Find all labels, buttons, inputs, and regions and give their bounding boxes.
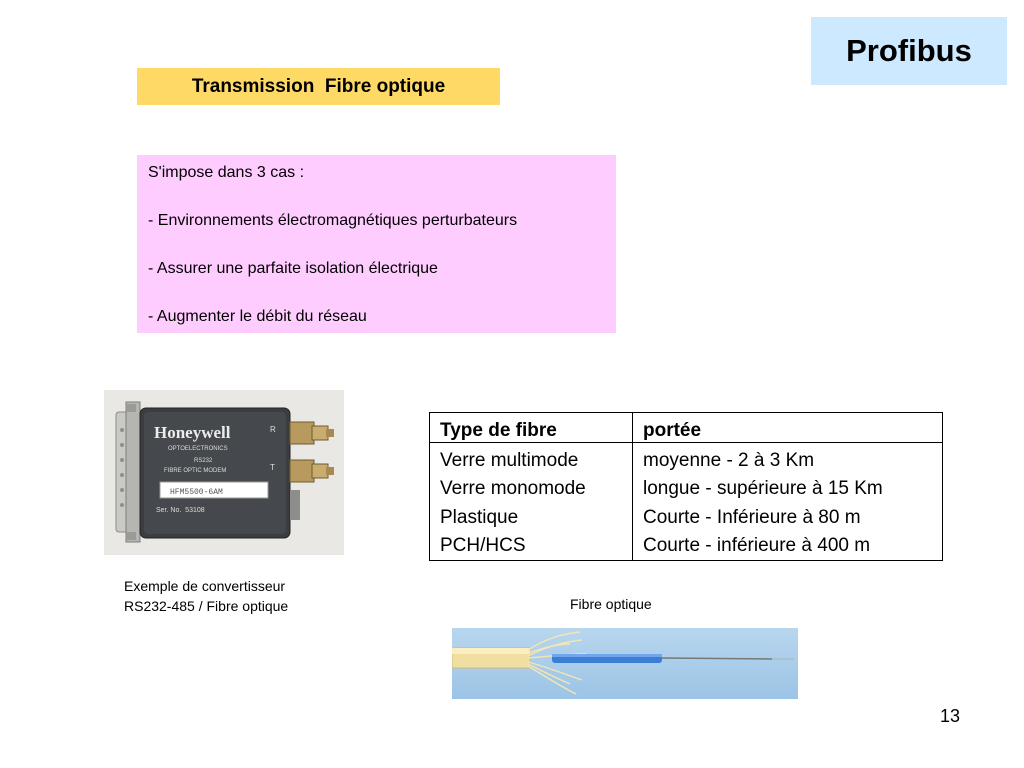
fiber-types-table: Type de fibre portée Verre multimode moy… xyxy=(429,412,943,561)
cell-range: longue - supérieure à 15 Km xyxy=(643,478,883,500)
use-cases-lead: S'impose dans 3 cas : xyxy=(148,164,305,181)
converter-port-t: T xyxy=(270,463,275,472)
cell-range: Courte - inférieure à 400 m xyxy=(643,534,871,556)
converter-photo: Honeywell OPTOELECTRONICS RS232 FIBRE OP… xyxy=(104,390,344,555)
table-row: Verre monomode longue - supérieure à 15 … xyxy=(429,475,943,504)
converter-illustration: Honeywell OPTOELECTRONICS RS232 FIBRE OP… xyxy=(115,401,334,543)
fiber-caption: Fibre optique xyxy=(570,596,652,612)
converter-line1: OPTOELECTRONICS xyxy=(168,446,228,452)
converter-caption-line2: RS232-485 / Fibre optique xyxy=(124,598,289,614)
converter-caption-line1: Exemple de convertisseur xyxy=(124,578,286,594)
slide-subtitle: Transmission Fibre optique xyxy=(137,68,500,105)
slide-subtitle-text: Transmission Fibre optique xyxy=(191,75,446,97)
table-row: Verre multimode moyenne - 2 à 3 Km xyxy=(429,442,943,476)
converter-port-r: R xyxy=(270,425,276,434)
converter-line3: FIBRE OPTIC MODEM xyxy=(164,468,226,474)
fiber-photo xyxy=(452,628,798,699)
header-type-de-fibre: Type de fibre xyxy=(429,412,633,443)
page-number: 13 xyxy=(940,706,961,726)
use-cases-box: S'impose dans 3 cas : - Environnements é… xyxy=(137,155,616,333)
slide-title: Profibus xyxy=(811,17,1007,85)
slide-title-text: Profibus xyxy=(846,33,972,68)
cell-range: Courte - Inférieure à 80 m xyxy=(643,506,861,528)
converter-line2: RS232 xyxy=(194,458,213,464)
use-case-item: - Augmenter le débit du réseau xyxy=(148,308,367,325)
converter-caption: Exemple de convertisseur RS232-485 / Fib… xyxy=(124,576,288,616)
table-header-row: Type de fibre portée xyxy=(429,412,943,443)
converter-serial: Ser. No. 53108 xyxy=(156,507,205,514)
use-case-item: - Environnements électromagnétiques pert… xyxy=(148,212,518,229)
cell-fiber-type: PCH/HCS xyxy=(429,531,633,561)
cell-fiber-type: Plastique xyxy=(429,503,633,532)
fiber-illustration xyxy=(452,631,794,695)
header-portee: portée xyxy=(632,412,943,443)
cell-fiber-type: Verre monomode xyxy=(429,475,633,504)
use-case-item: - Assurer une parfaite isolation électri… xyxy=(148,260,438,277)
converter-model: HFM5500-6AM xyxy=(170,488,223,497)
table-row: PCH/HCS Courte - inférieure à 400 m xyxy=(429,531,943,561)
table-row: Plastique Courte - Inférieure à 80 m xyxy=(429,503,943,532)
converter-brand: Honeywell xyxy=(154,423,231,442)
cell-range: moyenne - 2 à 3 Km xyxy=(643,450,815,471)
cell-fiber-type: Verre multimode xyxy=(429,442,633,476)
